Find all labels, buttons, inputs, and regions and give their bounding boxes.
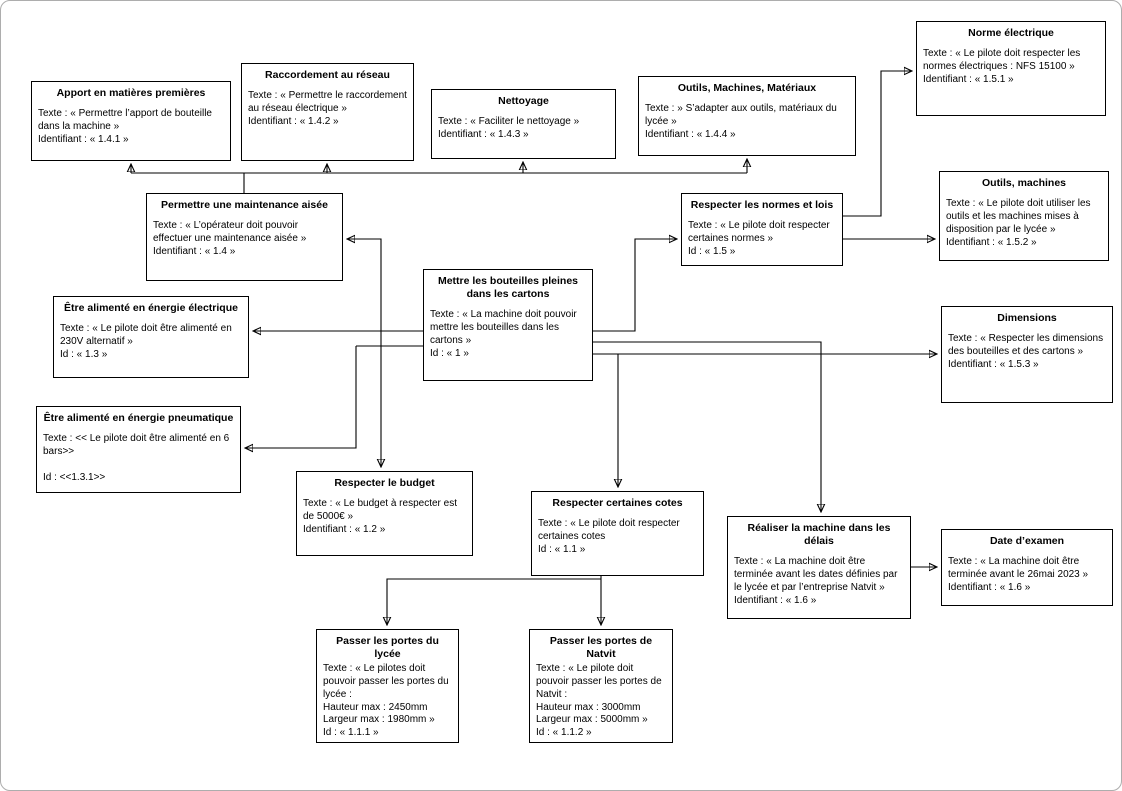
req-title: Respecter le budget [334, 477, 435, 489]
req-box-maintenance: Permettre une maintenance aisée Texte : … [146, 193, 343, 281]
req-text: Texte : « Le pilote doit utiliser les ou… [946, 198, 1091, 235]
req-id: Identifiant : « 1.4.1 » [38, 133, 129, 145]
req-box-mettre-bouteilles: Mettre les bouteilles pleines dans les c… [423, 269, 593, 381]
req-text: Texte : « Permettre le raccordement au r… [248, 90, 407, 114]
req-box-normes-lois: Respecter les normes et lois Texte : « L… [681, 193, 843, 266]
req-title: Mettre les bouteilles pleines dans les c… [437, 275, 579, 301]
req-id: Identifiant : « 1.4 » [153, 245, 236, 257]
req-box-nettoyage: Nettoyage Texte : « Faciliter le nettoya… [431, 89, 616, 159]
req-id: Identifiant : « 1.4.2 » [248, 115, 339, 127]
req-box-energie-electrique: Être alimenté en énergie électrique Text… [53, 296, 249, 378]
req-text: Texte : « L’opérateur doit pouvoir effec… [153, 220, 307, 244]
req-title: Apport en matières premières [56, 87, 206, 99]
req-text: Texte : « Le pilote doit respecter les n… [923, 48, 1081, 72]
req-title: Norme électrique [968, 27, 1054, 39]
req-text: Texte : « Le pilote doit respecter certa… [688, 220, 830, 244]
req-text: Texte : « Permettre l’apport de bouteill… [38, 108, 212, 132]
req-id: Identifiant : « 1.5.3 » [948, 358, 1039, 370]
req-text: Texte : « Le pilote doit respecter certa… [538, 518, 680, 542]
req-box-energie-pneumatique: Être alimenté en énergie pneumatique Tex… [36, 406, 241, 493]
req-title: Être alimenté en énergie pneumatique [43, 412, 234, 424]
req-box-portes-natvit: Passer les portes de Natvit Texte : « Le… [529, 629, 673, 743]
req-text: Texte : « Le pilotes doit pouvoir passer… [323, 663, 449, 700]
req-title: Raccordement au réseau [265, 69, 390, 81]
req-id: Identifiant : « 1.5.1 » [923, 73, 1014, 85]
req-id: Id : <<1.3.1>> [43, 471, 106, 483]
req-text: Texte : « Le pilote doit être alimenté e… [60, 323, 232, 347]
req-box-delais: Réaliser la machine dans les délais Text… [727, 516, 911, 619]
req-id: Id : « 1 » [430, 347, 469, 359]
req-id: Identifiant : « 1.6 » [948, 581, 1031, 593]
req-text: Texte : « La machine doit être terminée … [948, 556, 1089, 580]
req-text: Texte : » S’adapter aux outils, matériau… [645, 103, 837, 127]
req-hauteur: Hauteur max : 3000mm [536, 701, 641, 713]
req-title: Passer les portes du lycée [336, 635, 439, 661]
req-text: Texte : « La machine doit pouvoir mettre… [430, 309, 577, 346]
req-id: Identifiant : « 1.4.3 » [438, 128, 529, 140]
req-box-cotes: Respecter certaines cotes Texte : « Le p… [531, 491, 704, 576]
req-hauteur: Hauteur max : 2450mm [323, 701, 428, 713]
req-largeur: Largeur max : 5000mm » [536, 714, 648, 726]
req-id: Identifiant : « 1.4.4 » [645, 128, 736, 140]
req-box-dimensions: Dimensions Texte : « Respecter les dimen… [941, 306, 1113, 403]
req-title: Être alimenté en énergie électrique [64, 302, 238, 314]
req-box-outils-materiaux: Outils, Machines, Matériaux Texte : » S’… [638, 76, 856, 156]
req-id: Identifiant : « 1.5.2 » [946, 236, 1037, 248]
req-title: Dimensions [997, 312, 1057, 324]
connector-cotes-to-portes-lycee [387, 578, 601, 625]
req-id: Id : « 1.1.2 » [536, 727, 592, 739]
connector-normes-to-norme-electrique [843, 71, 912, 217]
req-id: Identifiant : « 1.2 » [303, 523, 386, 535]
req-box-raccordement: Raccordement au réseau Texte : « Permett… [241, 63, 414, 161]
req-text: Texte : « La machine doit être terminée … [734, 556, 898, 593]
req-title: Outils, Machines, Matériaux [677, 82, 817, 94]
req-text: Texte : « Le pilote doit pouvoir passer … [536, 663, 662, 700]
req-title: Réaliser la machine dans les délais [747, 522, 891, 548]
req-box-date-examen: Date d’examen Texte : « La machine doit … [941, 529, 1113, 606]
req-box-outils-machines: Outils, machines Texte : « Le pilote doi… [939, 171, 1109, 261]
req-title: Nettoyage [498, 95, 549, 107]
connector-center-to-pneumatique [245, 346, 357, 448]
req-text: Texte : « Respecter les dimensions des b… [948, 333, 1104, 357]
connector-center-to-delais [593, 341, 821, 512]
req-title: Permettre une maintenance aisée [161, 199, 328, 211]
connector-center-to-maintenance [347, 239, 382, 346]
req-title: Respecter certaines cotes [552, 497, 683, 509]
req-id: Id : « 1.1.1 » [323, 727, 379, 739]
req-text: Texte : « Faciliter le nettoyage » [438, 116, 580, 128]
req-id: Id : « 1.5 » [688, 245, 736, 257]
req-id: Id : « 1.1 » [538, 543, 586, 555]
req-text: Texte : << Le pilote doit être alimenté … [43, 433, 230, 457]
req-title: Date d’examen [989, 535, 1065, 547]
req-box-budget: Respecter le budget Texte : « Le budget … [296, 471, 473, 556]
req-title: Outils, machines [981, 177, 1067, 189]
req-id: Id : « 1.3 » [60, 348, 108, 360]
req-id: Identifiant : « 1.6 » [734, 594, 817, 606]
req-box-portes-lycee: Passer les portes du lycée Texte : « Le … [316, 629, 459, 743]
req-title: Passer les portes de Natvit [549, 635, 653, 661]
req-text: Texte : « Le budget à respecter est de 5… [303, 498, 457, 522]
req-box-norme-electrique: Norme électrique Texte : « Le pilote doi… [916, 21, 1106, 116]
req-title: Respecter les normes et lois [690, 199, 834, 211]
req-largeur: Largeur max : 1980mm » [323, 714, 435, 726]
connector-center-to-normes [593, 239, 677, 332]
req-box-apport: Apport en matières premières Texte : « P… [31, 81, 231, 161]
